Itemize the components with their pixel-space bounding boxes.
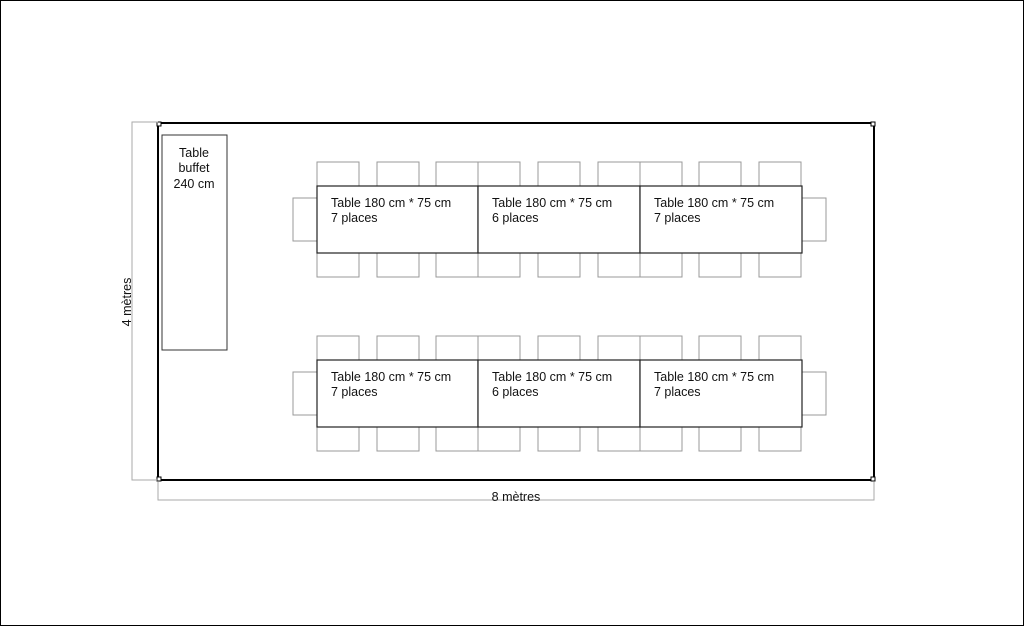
dining-table	[639, 359, 803, 428]
buffet-label-3: 240 cm	[174, 177, 215, 191]
height-dimension-line	[131, 121, 158, 481]
chair	[537, 335, 581, 361]
chair	[801, 371, 827, 416]
chair	[758, 335, 802, 361]
chair	[537, 426, 581, 452]
chair	[758, 161, 802, 187]
width-label: 8 mètres	[492, 490, 541, 504]
table-places-label: 7 places	[331, 385, 378, 399]
chair	[292, 371, 318, 416]
chair	[316, 252, 360, 278]
chair	[477, 426, 521, 452]
chair	[758, 426, 802, 452]
table-size-label: Table 180 cm * 75 cm	[492, 196, 612, 210]
corner-marker	[156, 476, 162, 482]
width-dimension-line	[157, 482, 875, 501]
table-size-label: Table 180 cm * 75 cm	[492, 370, 612, 384]
chair	[698, 335, 742, 361]
chair	[537, 252, 581, 278]
chair	[698, 161, 742, 187]
chair	[639, 335, 683, 361]
table-size-label: Table 180 cm * 75 cm	[331, 370, 451, 384]
chairs	[292, 161, 827, 452]
chair	[597, 252, 641, 278]
chair	[801, 197, 827, 242]
corner-marker	[870, 121, 876, 127]
chair	[376, 426, 420, 452]
table-size-label: Table 180 cm * 75 cm	[654, 370, 774, 384]
table-places-label: 7 places	[331, 211, 378, 225]
chair	[477, 161, 521, 187]
dining-table	[477, 185, 641, 254]
table-size-label: Table 180 cm * 75 cm	[654, 196, 774, 210]
buffet-table	[161, 134, 228, 351]
chair	[597, 426, 641, 452]
corner-marker	[870, 476, 876, 482]
chair	[698, 252, 742, 278]
table-places-label: 7 places	[654, 211, 701, 225]
corner-marker	[156, 121, 162, 127]
buffet-label-1: Table	[179, 146, 209, 160]
chair	[435, 335, 479, 361]
chair	[435, 252, 479, 278]
chair	[376, 335, 420, 361]
chair	[477, 335, 521, 361]
chair	[292, 197, 318, 242]
chair	[316, 426, 360, 452]
chair	[597, 161, 641, 187]
chair	[698, 426, 742, 452]
dining-table	[639, 185, 803, 254]
chair	[376, 252, 420, 278]
height-label: 4 mètres	[120, 278, 134, 327]
chair	[639, 161, 683, 187]
chair	[537, 161, 581, 187]
chair	[316, 161, 360, 187]
table-places-label: 6 places	[492, 385, 539, 399]
chair	[376, 161, 420, 187]
chair	[435, 426, 479, 452]
table-places-label: 7 places	[654, 385, 701, 399]
table-places-label: 6 places	[492, 211, 539, 225]
chair	[316, 335, 360, 361]
chair	[758, 252, 802, 278]
chair	[435, 161, 479, 187]
chair	[477, 252, 521, 278]
buffet-label-2: buffet	[178, 161, 210, 175]
dining-table	[477, 359, 641, 428]
chair	[639, 252, 683, 278]
table-size-label: Table 180 cm * 75 cm	[331, 196, 451, 210]
chair	[639, 426, 683, 452]
room-outline	[157, 122, 875, 481]
chair	[597, 335, 641, 361]
